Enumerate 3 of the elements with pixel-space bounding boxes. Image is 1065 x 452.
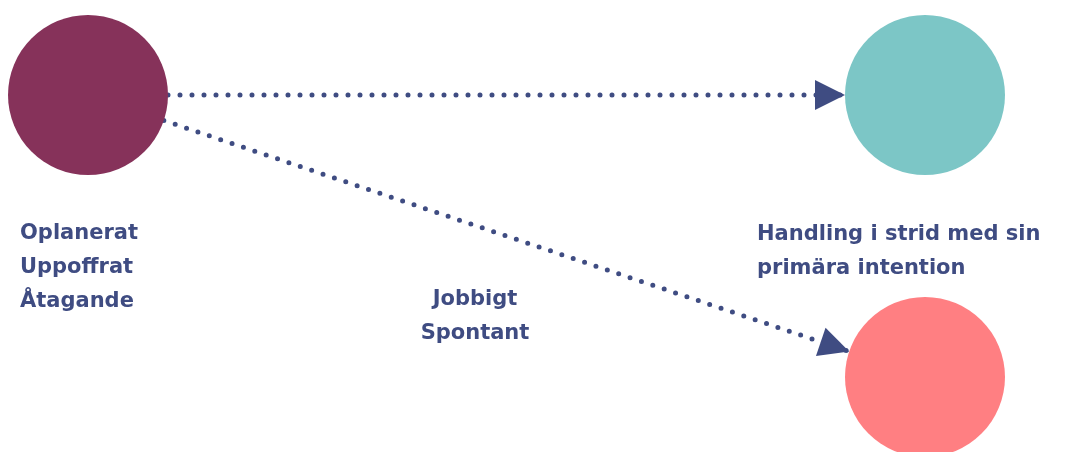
- dotted-arrow: [161, 118, 852, 357]
- node-caption: Oplanerat Uppoffrat Åtagande: [20, 219, 139, 314]
- note-text: Handling i strid med sin primära intention: [757, 220, 1042, 281]
